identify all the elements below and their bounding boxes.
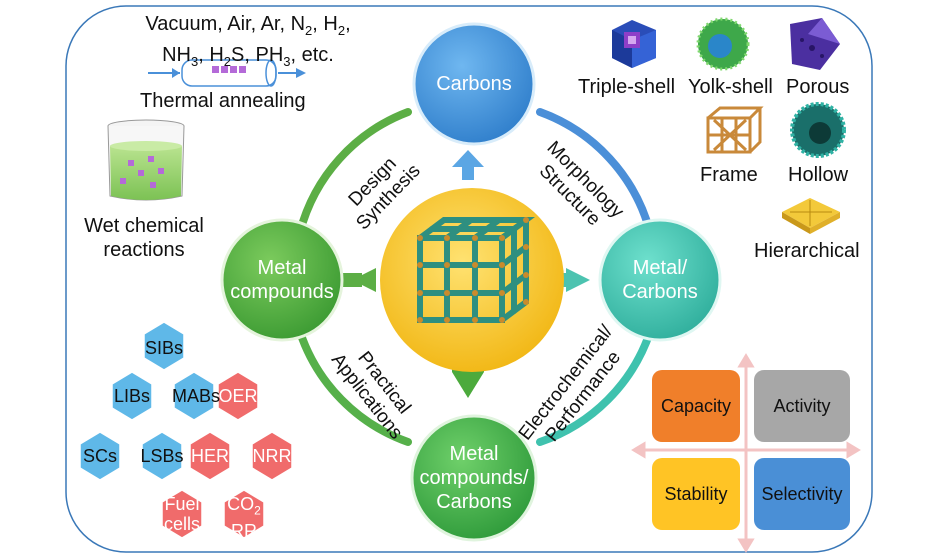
gas-sub: 2 (305, 23, 313, 38)
wet-chemical-line1: Wet chemical (84, 215, 204, 237)
porous-icon (790, 18, 840, 70)
morph-triple-shell: Triple-shell (578, 76, 676, 98)
quad-selectivity: Selectivity (754, 458, 850, 530)
frame-icon (706, 106, 764, 154)
hex-her (189, 431, 231, 481)
arrow-left (352, 268, 376, 292)
gas-sub: 2 (337, 23, 346, 38)
hex-sibs (143, 321, 185, 371)
gas-line1-end: , H (312, 13, 338, 35)
quad-activity: Activity (754, 370, 850, 442)
hex-libs-label: LIBs (113, 386, 151, 406)
node-metal-carbons-label: Metal/Carbons (600, 256, 720, 304)
hex-lsbs (141, 431, 183, 481)
arc-top-left (296, 108, 412, 236)
gas-sub: 3 (283, 54, 291, 69)
node-carbons (412, 22, 536, 146)
carbons-line: Carbons (622, 281, 698, 303)
compounds-line: compounds (230, 281, 334, 303)
gas-line1: Vacuum, Air, Ar, N (145, 13, 306, 35)
morph-porous: Porous (786, 76, 850, 98)
arrow-right (566, 268, 590, 292)
wet-chemical-label: Wet chemical reactions (74, 214, 214, 262)
co2-sub: 2 (254, 503, 261, 518)
gas-nh: NH (162, 44, 191, 66)
gas-sph: S, PH (231, 44, 284, 66)
node-metal-compounds (220, 218, 344, 342)
compounds-slash-line: compounds/ (419, 467, 529, 489)
hex-mabs (173, 371, 215, 421)
gas-tail: , (345, 13, 351, 35)
hex-co2rr (223, 489, 265, 539)
application-hexagons (79, 321, 293, 539)
thermal-annealing-label: Thermal annealing (140, 90, 306, 112)
morph-yolk-shell: Yolk-shell (688, 76, 773, 98)
gas-etc: , etc. (290, 44, 334, 66)
hex-her-label: HER (190, 446, 229, 466)
lattice-nodes (417, 217, 529, 323)
metal-line: Metal (449, 443, 499, 465)
gas-list: Vacuum, Air, Ar, N2, H2, NH3, H2S, PH3, … (108, 12, 388, 74)
gas-sub: 3 (191, 54, 199, 69)
hollow-icon (790, 102, 846, 158)
node-metal-compounds-carbons (410, 414, 538, 542)
triple-shell-icon (612, 20, 656, 68)
hierarchical-icon (782, 198, 840, 234)
rr-line: RR (231, 520, 257, 541)
quadrant-axes (631, 353, 861, 553)
arc-bottom-right (536, 328, 654, 446)
hex-nrr (251, 431, 293, 481)
morph-hierarchical: Hierarchical (754, 240, 860, 262)
quad-stability: Stability (652, 458, 740, 530)
ring-arcs (296, 108, 654, 446)
arrow-down (452, 372, 484, 398)
hex-mabs-label: MABs (172, 386, 221, 406)
yolk-shell-icon (696, 17, 750, 71)
beaker-icon (107, 119, 185, 201)
arc-top-right (536, 108, 654, 236)
tube-furnace-icon (148, 59, 306, 87)
quad-capacity: Capacity (652, 370, 740, 442)
gas-sub: 2 (223, 54, 232, 69)
metal-slash-line: Metal/ (632, 257, 688, 279)
hex-oer-label: OER (218, 386, 258, 406)
cells-line: cells (163, 514, 200, 534)
hex-sibs-label: SIBs (144, 338, 183, 358)
hex-scs-label: SCs (82, 446, 117, 466)
hex-nrr-label: NRR (252, 446, 292, 466)
hex-lsbs-label: LSBs (140, 446, 184, 466)
metal-line: Metal (257, 257, 307, 279)
node-metal-carbons (598, 218, 722, 342)
morph-frame: Frame (700, 164, 758, 186)
co-line: CO (227, 494, 255, 514)
wet-chemical-line2: reactions (103, 239, 185, 261)
morph-hollow: Hollow (788, 164, 849, 186)
node-carbons-label: Carbons (436, 73, 512, 95)
arc-bottom-left (296, 328, 412, 446)
hex-fuel-cells (161, 489, 203, 539)
gas-h: , H (198, 44, 224, 66)
hex-oer (217, 371, 259, 421)
arrow-up (452, 150, 484, 180)
hex-libs (111, 371, 153, 421)
hex-scs (79, 431, 121, 481)
carbons-line: Carbons (436, 491, 512, 513)
outer-frame (65, 5, 873, 553)
fuel-line: Fuel (164, 494, 200, 514)
